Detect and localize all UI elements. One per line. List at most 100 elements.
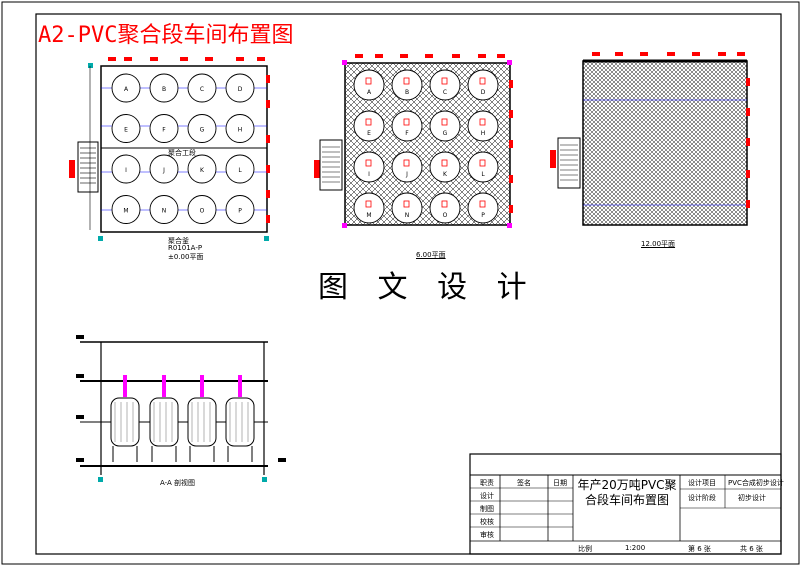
vessel-label: M [366,212,371,219]
plan2-caption: 6.00平面 [416,251,446,259]
tb-header-sign: 签名 [517,479,531,487]
nozzle-marker [365,200,372,208]
vessel-e [111,114,141,143]
tb-header-date: 日期 [553,479,567,487]
tb-row-design: 设计 [480,492,494,500]
tb-phase-value: 初步设计 [738,494,766,502]
vessel-label: B [405,89,409,96]
vessel-g [429,110,461,142]
vessel-label: A [367,89,372,96]
vessel-label: J [405,171,408,178]
reactor-tank [149,397,179,447]
vessel-h [225,114,255,143]
title-block [469,453,782,555]
tb-project-title: 年产20万吨PVC聚合段车间布置图 [577,478,677,507]
nozzle-marker [403,77,410,85]
tank-legs [227,446,253,462]
vessel-b [149,73,179,103]
vessel-n [391,192,423,224]
vessel-label: C [200,86,204,93]
tb-row-check: 校核 [480,518,494,526]
vessel-p [467,192,499,224]
vessel-b [391,69,423,101]
reactor-tank [110,397,140,447]
vessel-j [149,154,179,184]
vessel-label: G [443,130,448,137]
tank-legs [112,446,138,462]
vessel-l [467,151,499,183]
vessel-label: B [162,86,166,93]
vessel-h [467,110,499,142]
tb-sheet-number: 第 6 张 [688,545,711,553]
center-label: 图 文 设 计 [318,270,537,305]
nozzle-marker [365,118,372,126]
vessel-a [111,73,141,103]
vessel-label: L [238,167,242,174]
section-a-a [76,335,286,482]
tb-phase-label: 设计阶段 [688,494,716,502]
agitator-shaft [123,375,127,397]
vessel-label: E [124,127,128,134]
tb-header-role: 职责 [480,479,494,487]
vessel-i [111,154,141,184]
vessel-m [111,195,141,224]
vessel-label: N [405,212,410,219]
vessel-e [353,110,385,142]
vessel-d [225,73,255,103]
vessel-m [353,192,385,224]
tank-legs [151,446,177,462]
sheet-title: A2-PVC聚合段车间布置图 [38,23,294,48]
reactor-tank [225,397,255,447]
plan1-caption-1: 聚合釜 [168,237,189,245]
vessel-i [353,151,385,183]
vessel-n [149,195,179,224]
nozzle-marker [479,77,486,85]
vessel-label: I [368,171,370,178]
vessel-label: O [443,212,448,219]
vessel-label: G [200,127,205,134]
tank-legs [189,446,215,462]
vessel-label: L [481,171,485,178]
vessel-label: H [481,130,486,137]
nozzle-marker [479,118,486,126]
vessel-label: K [443,171,448,178]
tb-scale-value: 1:200 [625,544,646,552]
vessel-l [225,154,255,184]
vessel-label: H [238,127,243,134]
vessel-label: N [162,208,167,215]
plan3-caption: 12.00平面 [641,240,676,248]
plan-12m-floor [550,52,750,226]
vessel-d [467,69,499,101]
vessel-label: M [123,208,128,215]
nozzle-marker [479,159,486,167]
vessel-label: K [200,167,205,174]
nozzle-marker [441,118,448,126]
tb-scale-label: 比例 [578,545,592,553]
tb-row-draw: 制图 [480,505,494,513]
agitator-shaft [200,375,204,397]
vessel-label: D [238,86,243,93]
vessel-label: P [238,208,242,215]
nozzle-marker [441,200,448,208]
vessel-f [149,114,179,143]
nozzle-marker [403,200,410,208]
vessel-g [187,114,217,143]
nozzle-marker [365,77,372,85]
vessel-label: F [162,127,166,134]
tb-total-sheets: 共 6 张 [740,545,763,553]
agitator-shaft [238,375,242,397]
nozzle-marker [403,159,410,167]
nozzle-marker [441,77,448,85]
tb-row-review: 审核 [480,531,494,539]
vessel-label: C [443,89,447,96]
nozzle-marker [479,200,486,208]
vessel-label: I [125,167,127,174]
vessel-c [187,73,217,103]
agitator-shaft [162,375,166,397]
vessel-p [225,195,255,224]
nozzle-marker [441,159,448,167]
